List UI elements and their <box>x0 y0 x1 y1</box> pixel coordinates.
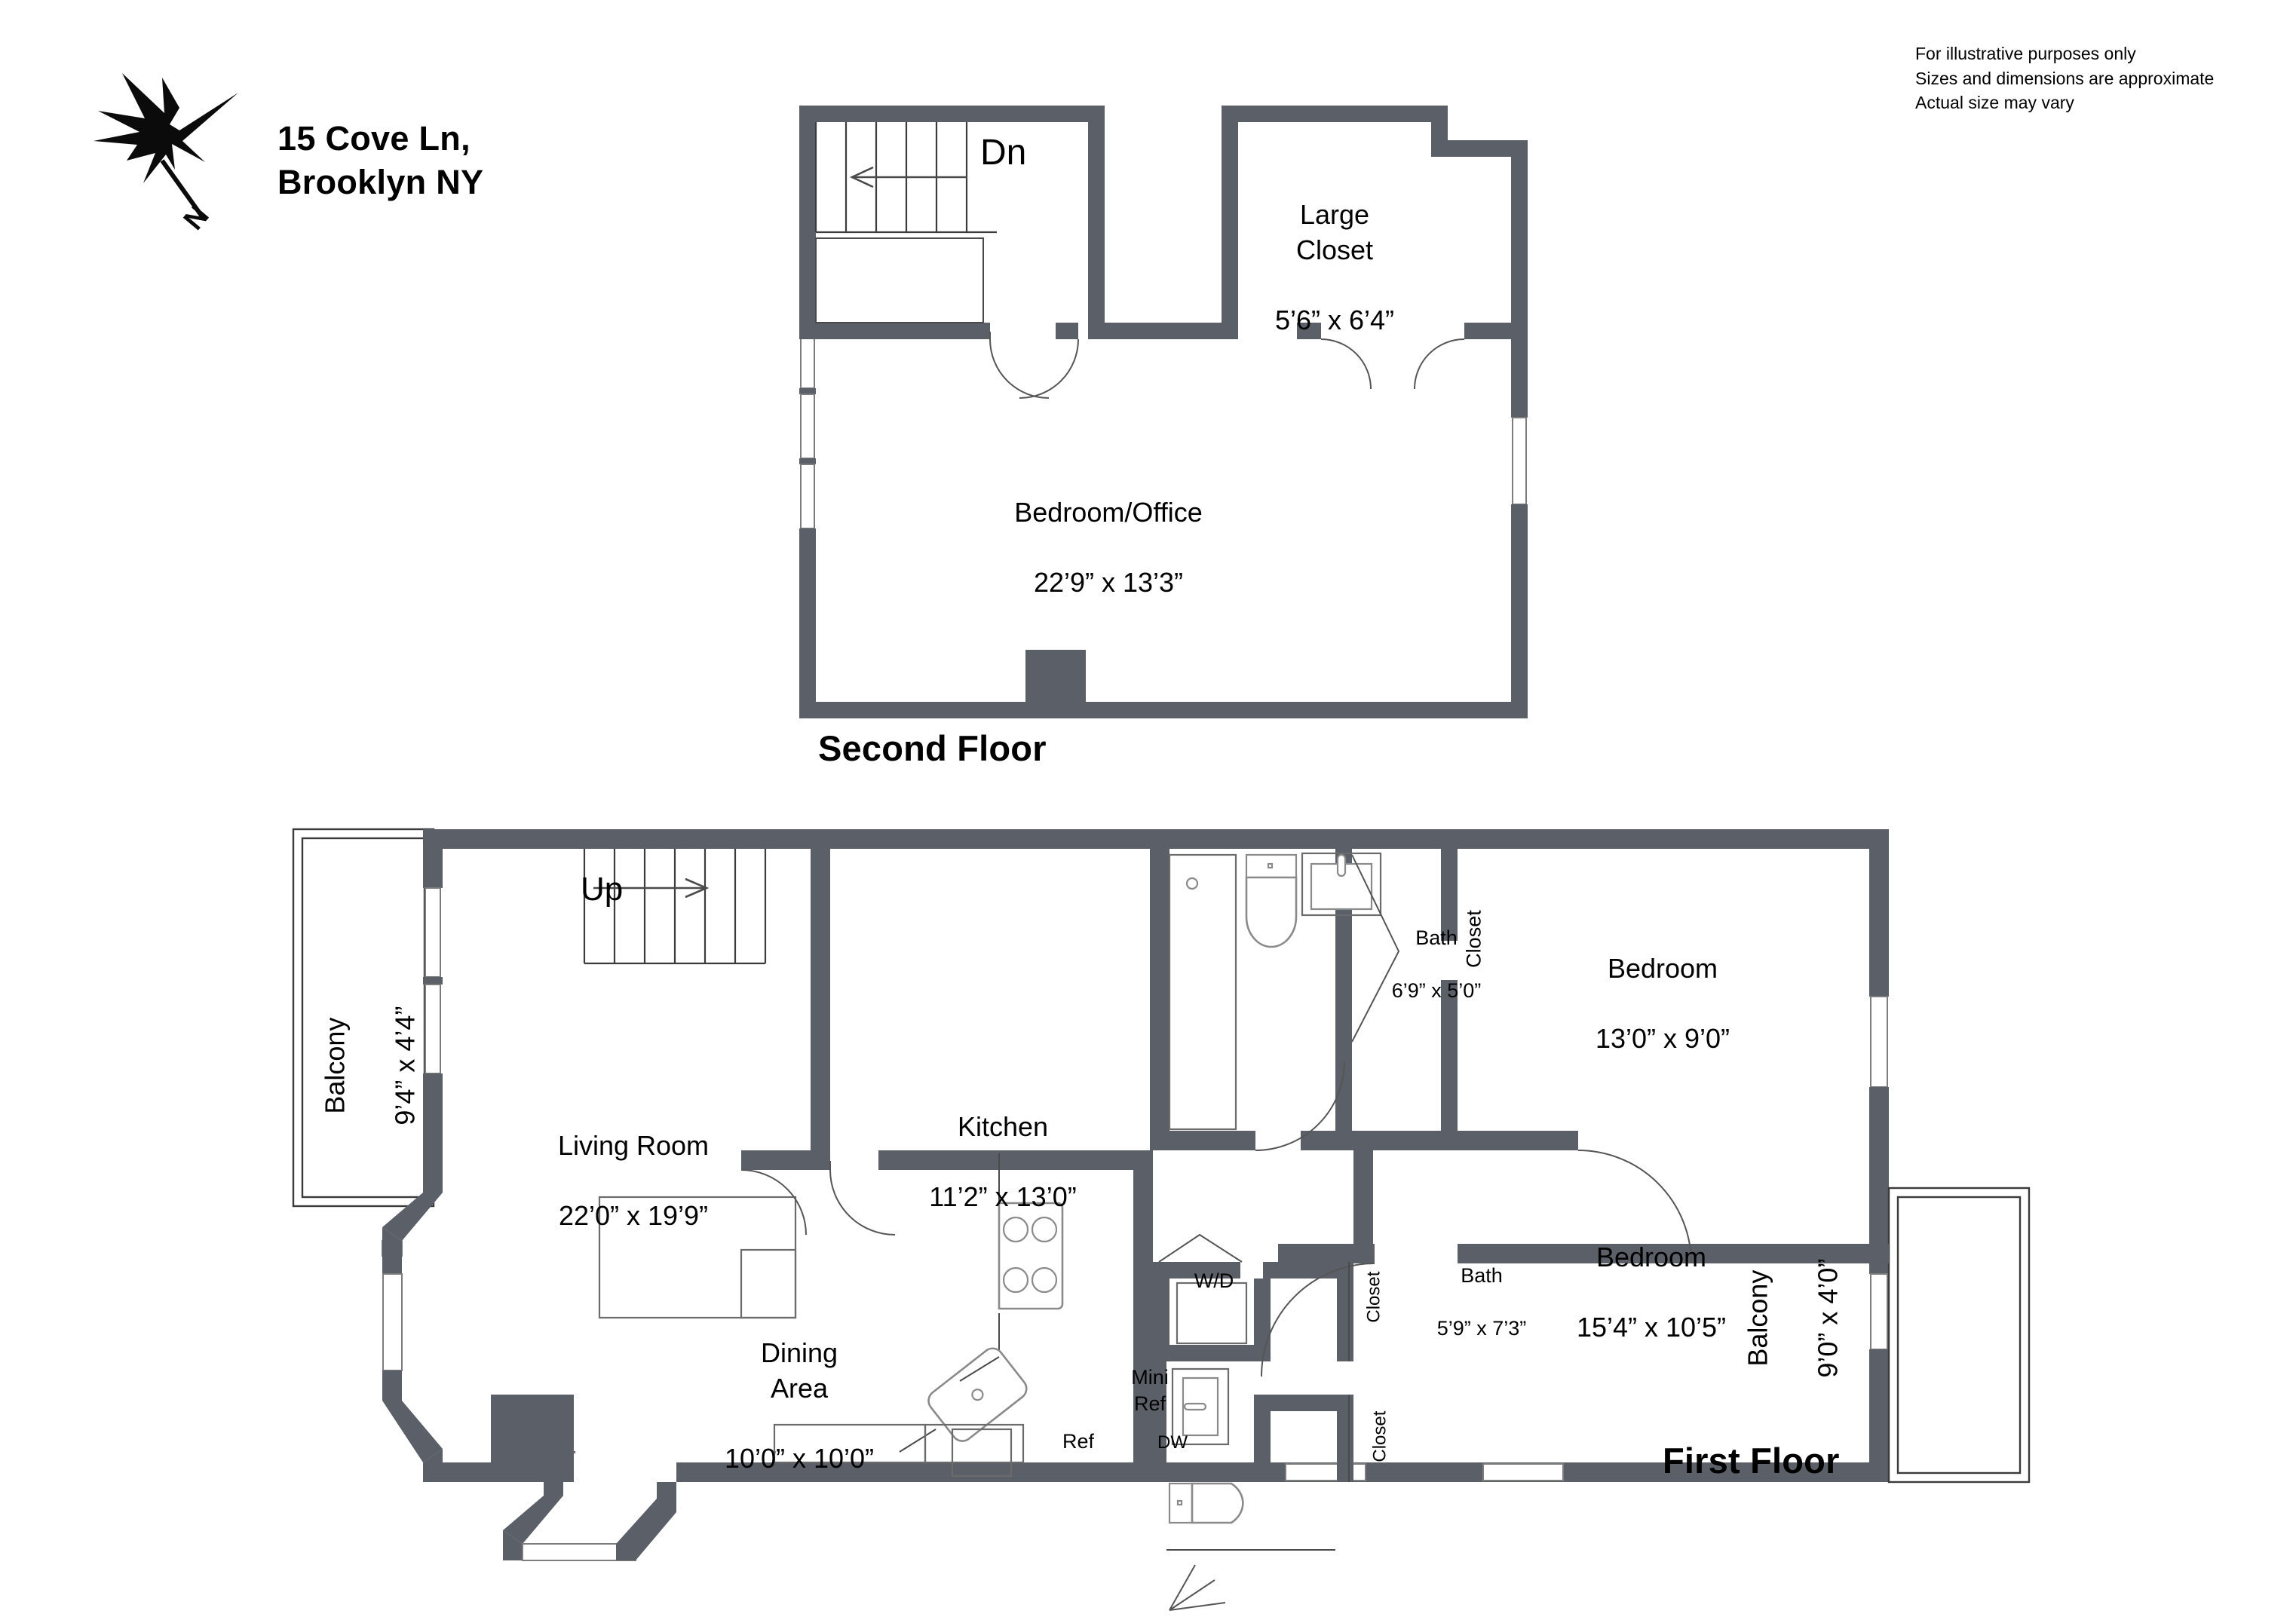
room-label-bedroom-office: Bedroom/Office 22’9” x 13’3” <box>897 460 1320 601</box>
disclaimer-text: For illustrative purposes only Sizes and… <box>1915 44 2215 113</box>
kitchen-dims: 11’2” x 13’0” <box>929 1181 1077 1213</box>
appliance-label-mini-ref: Mini Ref <box>1131 1366 1169 1416</box>
second-floor-plan <box>799 106 1561 731</box>
dining-name: Dining Area <box>760 1337 838 1404</box>
stair-label-up: Up <box>581 871 624 908</box>
kitchen-name: Kitchen <box>957 1110 1049 1142</box>
appliance-label-wd: W/D <box>1194 1269 1234 1292</box>
room-label-balcony-east: Balcony 9’0” x 4’0” <box>1705 1168 1846 1469</box>
dining-dims: 10’0” x 10’0” <box>724 1443 875 1474</box>
room-label-bath-lower: Bath 5’9” x 7’3” <box>1395 1236 1568 1342</box>
bath-upper-name: Bath <box>1415 926 1458 950</box>
room-label-balcony-nw: Balcony 9’4” x 4’4” <box>282 915 423 1217</box>
balcony-nw-dims: 9’4” x 4’4” <box>389 1006 421 1125</box>
bedroom-se-name: Bedroom <box>1596 1241 1707 1272</box>
closet-label-low: Closet <box>1369 1410 1390 1462</box>
appliance-label-ref: Ref <box>1062 1430 1095 1453</box>
bedroom-ne-name: Bedroom <box>1607 952 1718 984</box>
room-label-bath-upper: Bath 6’9” x 5’0” <box>1350 899 1523 1004</box>
closet-label-mid: Closet <box>1363 1271 1384 1323</box>
large-closet-name: Large Closet <box>1295 198 1374 265</box>
balcony-east-name: Balcony <box>1742 1269 1773 1367</box>
large-closet-dims: 5’6” x 6’4” <box>1274 305 1395 336</box>
balcony-east-outline <box>1887 1187 2031 1484</box>
room-label-kitchen: Kitchen 11’2” x 13’0” <box>867 1074 1139 1215</box>
balcony-east-dims: 9’0” x 4’0” <box>1812 1258 1844 1378</box>
bedroom-office-dims: 22’9” x 13’3” <box>1033 567 1184 599</box>
room-label-living-room: Living Room 22’0” x 19’9” <box>475 1093 792 1234</box>
room-label-dining-area: Dining Area 10’0” x 10’0” <box>679 1300 920 1477</box>
living-room-dims: 22’0” x 19’9” <box>558 1200 709 1232</box>
bedroom-office-name: Bedroom/Office <box>1014 496 1203 528</box>
bath-upper-dims: 6’9” x 5’0” <box>1391 979 1482 1003</box>
room-label-bedroom-ne: Bedroom 13’0” x 9’0” <box>1538 916 1787 1057</box>
room-label-bedroom-se: Bedroom 15’4” x 10’5” <box>1516 1205 1787 1346</box>
stair-label-dn: Dn <box>980 133 1027 173</box>
compass-north-label: N <box>178 200 216 236</box>
appliance-label-dw: DW <box>1157 1432 1188 1453</box>
bedroom-se-dims: 15’4” x 10’5” <box>1576 1312 1727 1343</box>
balcony-nw-name: Balcony <box>319 1017 351 1114</box>
first-floor-title: First Floor <box>1663 1441 1840 1481</box>
balcony-nw-outline <box>292 828 435 1208</box>
first-floor-plan <box>283 822 2031 1611</box>
bath-lower-name: Bath <box>1461 1264 1503 1288</box>
bedroom-ne-dims: 13’0” x 9’0” <box>1595 1023 1730 1055</box>
second-floor-title: Second Floor <box>818 728 1047 768</box>
room-label-large-closet: Large Closet 5’6” x 6’4” <box>1222 162 1448 338</box>
property-address: 15 Cove Ln, Brooklyn NY <box>277 119 484 201</box>
bath-lower-dims: 5’9” x 7’3” <box>1436 1317 1527 1340</box>
living-room-name: Living Room <box>557 1129 710 1161</box>
compass-rose: N <box>90 72 249 236</box>
closet-label-ne: Closet <box>1462 910 1485 968</box>
